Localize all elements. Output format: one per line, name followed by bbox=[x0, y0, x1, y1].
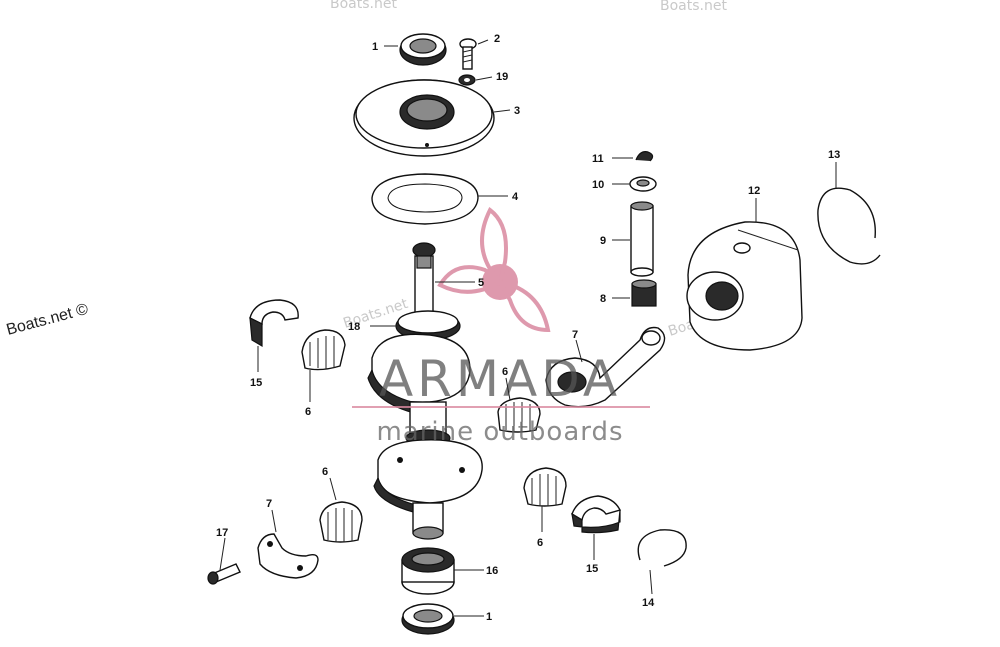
callout-10: 10 bbox=[592, 179, 604, 191]
faint-watermark-top-right: Boats.net bbox=[660, 0, 727, 14]
part-6-needle-cage-a bbox=[301, 329, 346, 371]
part-3-retainer-plate bbox=[353, 79, 495, 157]
armada-logo-icon bbox=[437, 206, 551, 333]
callout-1-top: 1 bbox=[372, 41, 378, 53]
callout-19: 19 bbox=[496, 71, 508, 83]
callout-1-bottom: 1 bbox=[486, 611, 492, 623]
part-18-crankshaft bbox=[367, 242, 483, 540]
site-watermark: Boats.net © bbox=[5, 301, 91, 339]
callout-6-lower-left: 6 bbox=[322, 466, 328, 478]
part-15-bearing-half-right bbox=[571, 495, 622, 534]
part-4-gasket bbox=[371, 173, 479, 225]
part-15-bearing-half-left bbox=[249, 299, 299, 348]
callout-11: 11 bbox=[592, 153, 604, 165]
part-14-retaining-ring bbox=[637, 529, 687, 567]
callout-18: 18 bbox=[348, 321, 360, 333]
part-9-piston-pin bbox=[630, 201, 654, 277]
part-8-needle-bearing bbox=[631, 279, 657, 307]
callout-6-right: 6 bbox=[537, 537, 543, 549]
callout-15-right: 15 bbox=[586, 563, 598, 575]
part-1-seal-bottom bbox=[401, 603, 455, 635]
part-11-retaining-ring bbox=[635, 151, 654, 162]
callout-2: 2 bbox=[494, 33, 500, 45]
callout-5: 5 bbox=[478, 277, 484, 289]
callout-6-left: 6 bbox=[305, 406, 311, 418]
part-2-screw bbox=[459, 38, 477, 70]
callout-16: 16 bbox=[486, 565, 498, 577]
part-17-screw bbox=[207, 563, 241, 585]
part-19-lockwasher bbox=[458, 74, 476, 86]
faint-watermark-top-left: Boats.net bbox=[330, 0, 397, 12]
part-6-needle-cage-c bbox=[523, 467, 567, 507]
callout-15-left: 15 bbox=[250, 377, 262, 389]
callout-13: 13 bbox=[828, 149, 840, 161]
part-12-piston bbox=[686, 221, 803, 351]
callout-17: 17 bbox=[216, 527, 228, 539]
callout-4: 4 bbox=[512, 191, 519, 203]
callout-7-upper: 7 bbox=[572, 329, 578, 341]
leader-lines bbox=[219, 39, 837, 617]
armada-brand-rule bbox=[352, 406, 650, 408]
part-13-piston-ring bbox=[817, 187, 881, 265]
part-7-rod-cap bbox=[257, 533, 319, 579]
armada-brand-subtitle: marine outboards bbox=[376, 417, 623, 447]
callout-14: 14 bbox=[642, 597, 655, 609]
part-7-connecting-rod bbox=[545, 326, 666, 408]
callout-6-center: 6 bbox=[502, 366, 508, 378]
armada-brand-title: ARMADA bbox=[379, 350, 621, 408]
callout-12: 12 bbox=[748, 185, 760, 197]
callout-8: 8 bbox=[600, 293, 606, 305]
callout-3: 3 bbox=[514, 105, 520, 117]
callout-9: 9 bbox=[600, 235, 606, 247]
part-10-thrust-washer bbox=[629, 176, 657, 192]
callout-7-lower: 7 bbox=[266, 498, 272, 510]
part-1-seal-top bbox=[399, 33, 447, 66]
part-16-roller-bearing bbox=[401, 547, 455, 595]
part-6-needle-cage-d bbox=[319, 501, 363, 543]
